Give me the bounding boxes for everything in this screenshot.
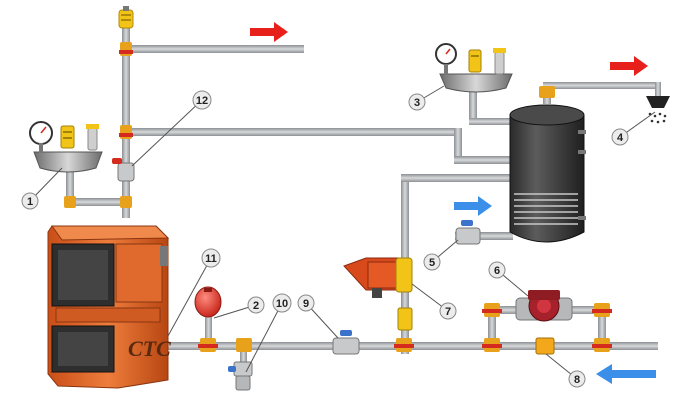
strainer-filter-icon [343, 257, 413, 331]
svg-text:7: 7 [445, 306, 451, 318]
air-vent-icon [468, 49, 482, 73]
pipe-drain [240, 346, 247, 376]
pipe-hot-outlet-h [543, 82, 659, 89]
svg-text:3: 3 [414, 97, 420, 109]
pipe-expansion-left [66, 198, 128, 206]
callout-5: 5 [423, 253, 441, 271]
tee-fitting [120, 196, 132, 208]
safety-group-right [435, 43, 513, 93]
svg-text:6: 6 [494, 265, 500, 277]
ball-valve-icon [228, 361, 253, 391]
heat-coil [514, 193, 578, 225]
pipe-tank-vessel [469, 88, 477, 124]
elbow-fitting [539, 86, 555, 98]
solid-fuel-boiler: СТС [47, 225, 171, 389]
svg-text:1: 1 [27, 196, 33, 208]
callout-7: 7 [439, 302, 457, 320]
ball-valve-icon [112, 158, 135, 182]
callout-3: 3 [408, 93, 426, 111]
flow-arrow-icon [610, 56, 648, 76]
pipe-tank-inlet [454, 156, 514, 164]
circulation-pump-icon [515, 290, 573, 322]
hot-water-tank [509, 104, 586, 243]
safety-group-left [29, 121, 103, 173]
pipe-tank-drop [454, 128, 462, 162]
pipe-supply-tank [128, 128, 458, 136]
pipe-riser [122, 28, 130, 218]
callout-12: 12 [192, 90, 212, 110]
svg-text:4: 4 [617, 132, 624, 144]
boiler-brand-label: СТС [128, 336, 171, 361]
flow-arrow-icon [454, 196, 492, 216]
callout-4: 4 [611, 128, 629, 146]
tee-fitting [236, 338, 252, 352]
red-ring [592, 344, 612, 348]
pipe-expansion-left-v [66, 170, 74, 204]
svg-text:12: 12 [196, 95, 208, 107]
elbow-fitting [64, 196, 76, 208]
callout-1: 1 [21, 192, 39, 210]
check-valve-icon [535, 337, 555, 355]
pipe-shower-drop [655, 82, 661, 96]
pipe-tank-vessel-h [469, 118, 515, 125]
pipe-cold-inlet [455, 232, 513, 240]
red-ring [119, 133, 133, 137]
callout-6: 6 [488, 261, 506, 279]
callout-11: 11 [201, 248, 221, 268]
flow-arrow-icon [596, 364, 656, 384]
callout-8: 8 [568, 370, 586, 388]
ball-valve-icon [332, 330, 360, 355]
red-ring [119, 50, 133, 54]
callout-9: 9 [297, 294, 315, 312]
safety-valve-icon [494, 51, 505, 75]
pipe-coil-top [401, 174, 513, 182]
red-ring [592, 309, 612, 313]
callout-10: 10 [272, 293, 292, 313]
pipe-red-vessel [205, 316, 212, 346]
pipe-bypass-right [598, 310, 606, 346]
callouts: 1 2 3 4 5 6 7 8 [21, 90, 629, 388]
svg-text:11: 11 [205, 253, 217, 265]
svg-text:2: 2 [253, 300, 259, 312]
shower-head-icon [646, 96, 670, 124]
ball-valve-icon [455, 220, 481, 245]
red-ring [198, 344, 218, 348]
pipe-bypass-left [488, 310, 496, 346]
callout-2: 2 [247, 296, 265, 314]
svg-text:9: 9 [303, 298, 309, 310]
pipe-supply-top [128, 45, 304, 53]
flow-arrow-icon [250, 22, 288, 42]
expansion-vessel [194, 286, 222, 318]
air-vent-icon [118, 6, 134, 29]
svg-text:5: 5 [429, 257, 435, 269]
svg-text:10: 10 [276, 298, 288, 310]
svg-text:8: 8 [574, 374, 580, 386]
safety-valve-icon [87, 127, 98, 151]
red-ring [482, 344, 502, 348]
fittings [64, 42, 612, 352]
red-ring [394, 344, 414, 348]
red-ring [482, 309, 502, 313]
